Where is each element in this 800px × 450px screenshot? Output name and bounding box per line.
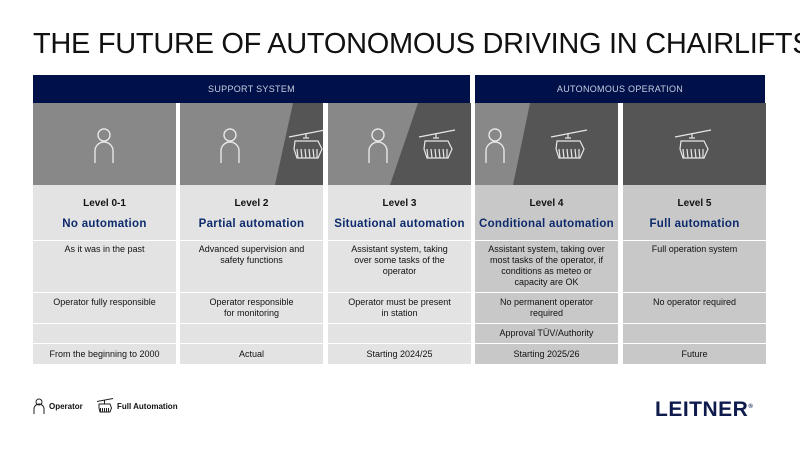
level-approval	[180, 323, 323, 343]
level-responsibility: Operator must be present in station	[348, 297, 451, 318]
level-number: Level 4	[529, 197, 564, 209]
legend-operator: Operator	[33, 398, 83, 414]
level-description: As it was in the past	[64, 244, 145, 254]
chairlift-icon	[288, 129, 323, 159]
level-column: Level 3 Situational automation Assistant…	[328, 103, 471, 364]
level-description-cell: Assistant system, taking over most tasks…	[475, 240, 618, 292]
legend-operator-label: Operator	[49, 401, 83, 411]
level-illustration	[180, 103, 323, 185]
level-description: Full operation system	[651, 244, 738, 254]
person-icon	[368, 128, 388, 163]
level-description-cell: Full operation system	[623, 240, 766, 292]
person-icon	[33, 398, 45, 414]
person-icon	[485, 128, 505, 163]
leitner-logo: LEITNER®	[655, 398, 754, 421]
level-responsibility-cell: No permanent operator required	[475, 292, 618, 323]
level-number: Level 2	[234, 197, 269, 209]
level-responsibility-cell: Operator must be present in station	[328, 292, 471, 323]
level-column: Level 5 Full automation Full operation s…	[623, 103, 766, 364]
chairlift-icon	[550, 129, 588, 159]
page-title: THE FUTURE OF AUTONOMOUS DRIVING IN CHAI…	[33, 28, 800, 60]
level-header: Level 4 Conditional automation	[475, 185, 618, 240]
level-name: Conditional automation	[478, 217, 614, 230]
legend-full-automation-label: Full Automation	[117, 401, 178, 411]
level-timeline: Starting 2025/26	[475, 343, 618, 364]
level-name: Situational automation	[334, 217, 465, 230]
chairlift-icon	[418, 129, 456, 159]
level-description: Assistant system, taking over most tasks…	[488, 244, 605, 287]
level-responsibility: No operator required	[652, 297, 737, 307]
level-responsibility: No permanent operator required	[499, 297, 594, 318]
logo-text: LEITNER	[655, 398, 749, 421]
level-approval	[328, 323, 471, 343]
person-icon	[94, 128, 114, 163]
level-column: Level 0-1 No automation As it was in the…	[33, 103, 176, 364]
level-approval	[33, 323, 176, 343]
level-header: Level 3 Situational automation	[328, 185, 471, 240]
level-description: Assistant system, taking over some tasks…	[351, 244, 448, 276]
level-description-cell: As it was in the past	[33, 240, 176, 292]
level-illustration	[33, 103, 176, 185]
level-illustration	[475, 103, 618, 185]
person-icon	[220, 128, 240, 163]
support-system-band: SUPPORT SYSTEM	[33, 75, 470, 103]
level-name: Partial automation	[198, 217, 305, 230]
level-header: Level 0-1 No automation	[33, 185, 176, 240]
level-description-cell: Advanced supervision and safety function…	[180, 240, 323, 292]
level-approval	[623, 323, 766, 343]
level-description-cell: Assistant system, taking over some tasks…	[328, 240, 471, 292]
level-name: No automation	[62, 217, 147, 230]
level-timeline: Actual	[180, 343, 323, 364]
level-column: Level 4 Conditional automation Assistant…	[475, 103, 618, 364]
level-number: Level 3	[382, 197, 417, 209]
level-responsibility-cell: Operator responsible for monitoring	[180, 292, 323, 323]
level-responsibility-cell: Operator fully responsible	[33, 292, 176, 323]
level-description: Advanced supervision and safety function…	[198, 244, 305, 265]
level-header: Level 2 Partial automation	[180, 185, 323, 240]
level-timeline: From the beginning to 2000	[33, 343, 176, 364]
level-header: Level 5 Full automation	[623, 185, 766, 240]
level-responsibility: Operator responsible for monitoring	[209, 297, 294, 318]
level-name: Full automation	[649, 217, 740, 230]
chairlift-icon	[96, 398, 114, 413]
level-illustration	[623, 103, 766, 185]
level-number: Level 5	[677, 197, 712, 209]
level-column: Level 2 Partial automation Advanced supe…	[180, 103, 323, 364]
level-number: Level 0-1	[83, 197, 126, 209]
chairlift-icon	[674, 129, 712, 159]
autonomous-operation-band: AUTONOMOUS OPERATION	[475, 75, 765, 103]
level-illustration	[328, 103, 471, 185]
level-timeline: Future	[623, 343, 766, 364]
level-approval: Approval TÜV/Authority	[475, 323, 618, 343]
level-responsibility: Operator fully responsible	[53, 297, 156, 307]
level-timeline: Starting 2024/25	[328, 343, 471, 364]
legend-full-automation: Full Automation	[96, 398, 178, 414]
level-responsibility-cell: No operator required	[623, 292, 766, 323]
